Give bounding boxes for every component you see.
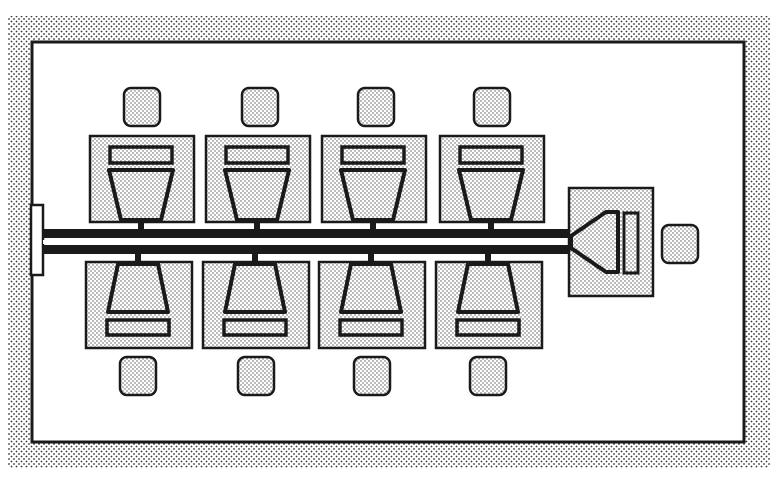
upper-transistor-trapezoid [107, 168, 175, 222]
upper-pad-2 [240, 86, 280, 128]
upper-module-1 [88, 134, 196, 230]
bond-pads [118, 86, 512, 397]
lower-pad-1 [118, 355, 158, 397]
lower-module-1 [84, 253, 194, 350]
left-terminal [29, 203, 45, 277]
lower-module-4 [434, 253, 544, 350]
end-pad [660, 223, 700, 265]
lower-electrode-bar [105, 318, 171, 337]
lower-electrode-bar [338, 318, 404, 337]
upper-electrode-bar [458, 145, 524, 165]
lower-transistor-trapezoid [339, 262, 403, 314]
lower-transistor-trapezoid [106, 262, 170, 314]
lower-bus-link [485, 253, 491, 265]
end-module [567, 186, 655, 298]
upper-module-4 [438, 134, 546, 230]
end-electrode-bar [622, 211, 640, 275]
lower-electrode-bar [222, 318, 288, 337]
upper-module-2 [204, 134, 312, 230]
lower-bus-link [252, 253, 258, 265]
lower-bus-link [368, 253, 374, 265]
upper-pad-3 [356, 86, 396, 128]
lower-module-3 [317, 253, 427, 350]
upper-transistor-trapezoid [457, 168, 525, 222]
upper-bus-link [488, 220, 494, 230]
lower-transistor-trapezoid [456, 262, 520, 314]
upper-bus-link [254, 220, 260, 230]
lower-transistor-trapezoid [223, 262, 287, 314]
upper-electrode-bar [224, 145, 290, 165]
upper-electrode-bar [108, 145, 174, 165]
upper-bus-link [370, 220, 376, 230]
upper-module-3 [320, 134, 428, 230]
lower-pad-2 [236, 355, 276, 397]
upper-transistor-trapezoid [223, 168, 291, 222]
lower-pad-4 [468, 355, 508, 397]
lower-pad-3 [352, 355, 392, 397]
lower-electrode-bar [455, 318, 521, 337]
upper-modules [88, 134, 546, 230]
lower-modules [84, 253, 544, 350]
end-transistor-wedge [569, 210, 620, 274]
lower-bus-link [135, 253, 141, 265]
upper-pad-1 [122, 86, 162, 128]
shared-bus [43, 229, 571, 254]
upper-pad-4 [472, 86, 512, 128]
upper-electrode-bar [340, 145, 406, 165]
upper-bus-link [138, 220, 144, 230]
upper-transistor-trapezoid [339, 168, 407, 222]
lower-module-2 [201, 253, 311, 350]
